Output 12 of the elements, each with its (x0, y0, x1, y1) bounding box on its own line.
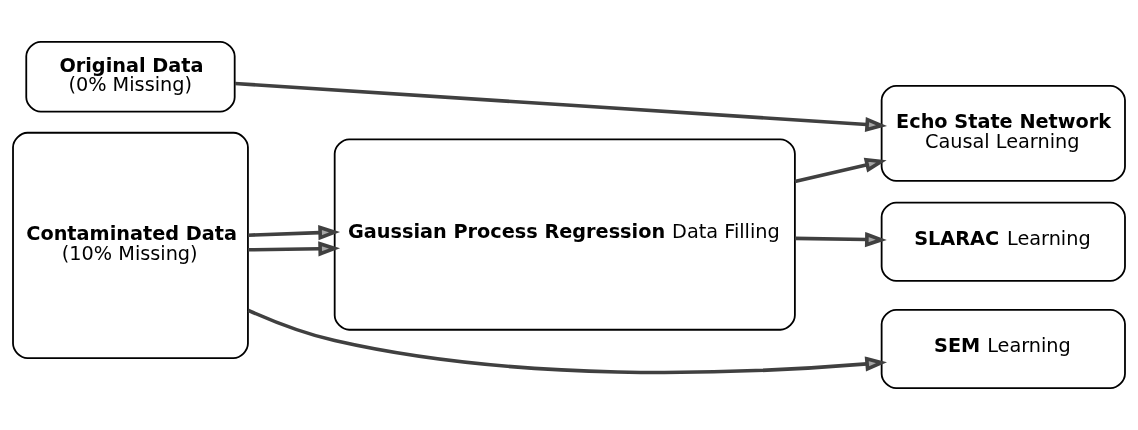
arrow (234, 81, 887, 133)
node-box: Contaminated Data (10% Missing) (12, 131, 249, 359)
node-box: SEM Learning (880, 308, 1126, 390)
node-box: Echo State Network Causal Learning (880, 84, 1126, 182)
arrow (247, 308, 887, 375)
arrow (794, 231, 887, 248)
node-box: Gaussian Process Regression Data Filling (333, 138, 796, 331)
node-box: Original Data (0% Missing) (25, 40, 236, 113)
arrow (794, 157, 887, 184)
arrow (247, 225, 341, 241)
arrow (247, 241, 341, 257)
node-box: SLARAC Learning (880, 201, 1126, 282)
